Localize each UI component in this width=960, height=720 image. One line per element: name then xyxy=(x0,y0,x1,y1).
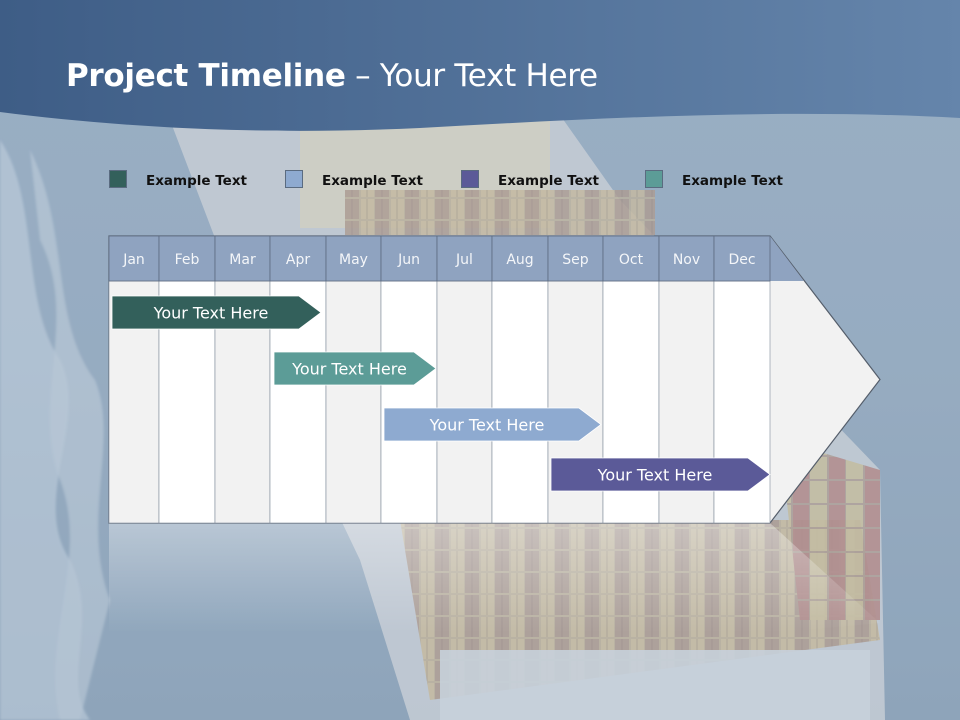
month-header-cell xyxy=(214,235,271,282)
month-label: Jul xyxy=(455,252,473,268)
month-header-cell xyxy=(269,235,327,282)
header-tip xyxy=(770,236,804,281)
task-bar xyxy=(550,457,771,492)
month-label: Mar xyxy=(229,252,256,268)
month-column xyxy=(436,280,493,524)
month-header-cell xyxy=(436,235,493,282)
month-label: Sep xyxy=(562,252,589,268)
month-header-cell xyxy=(713,235,771,282)
month-label: Dec xyxy=(728,252,755,268)
month-column xyxy=(491,280,549,524)
task-bar xyxy=(383,407,602,442)
task-bar xyxy=(273,351,437,386)
month-label: Nov xyxy=(673,252,700,268)
month-header: Jan Feb Mar Apr May Jun Jul Aug Sep Oct Nov Dec xyxy=(108,235,804,282)
month-label: Apr xyxy=(286,252,310,268)
month-label: Aug xyxy=(506,252,533,268)
month-header-cell xyxy=(108,235,160,282)
timeline-reflection xyxy=(109,523,880,633)
legend-swatch xyxy=(285,170,303,188)
month-header-cell xyxy=(491,235,549,282)
month-header-cell xyxy=(158,235,216,282)
task-bar-label: Your Text Here xyxy=(153,304,269,323)
month-header-cell xyxy=(658,235,715,282)
month-column xyxy=(380,280,438,524)
month-label: May xyxy=(339,252,368,268)
task-bar-label: Your Text Here xyxy=(429,416,545,435)
legend-label: Example Text xyxy=(682,173,783,189)
month-header-cell xyxy=(547,235,604,282)
legend-swatch xyxy=(461,170,479,188)
slide-title: Project Timeline – Your Text Here xyxy=(66,58,598,94)
month-label: Jan xyxy=(122,252,145,268)
reflection-shape xyxy=(109,523,880,633)
month-label: Feb xyxy=(175,252,200,268)
month-column xyxy=(325,280,382,524)
legend-label: Example Text xyxy=(322,173,423,189)
month-label: Oct xyxy=(619,252,644,268)
month-header-cell xyxy=(380,235,438,282)
month-header-cell xyxy=(325,235,382,282)
legend-swatch xyxy=(109,170,127,188)
title-bold: Project Timeline xyxy=(66,58,346,94)
task-bar-label: Your Text Here xyxy=(597,466,713,485)
task-bar-label: Your Text Here xyxy=(291,360,407,379)
legend-label: Example Text xyxy=(146,173,247,189)
title-rest: – Your Text Here xyxy=(345,58,598,94)
task-bar xyxy=(111,295,322,330)
legend-swatch xyxy=(645,170,663,188)
legend-label: Example Text xyxy=(498,173,599,189)
month-label: Jun xyxy=(397,252,420,268)
